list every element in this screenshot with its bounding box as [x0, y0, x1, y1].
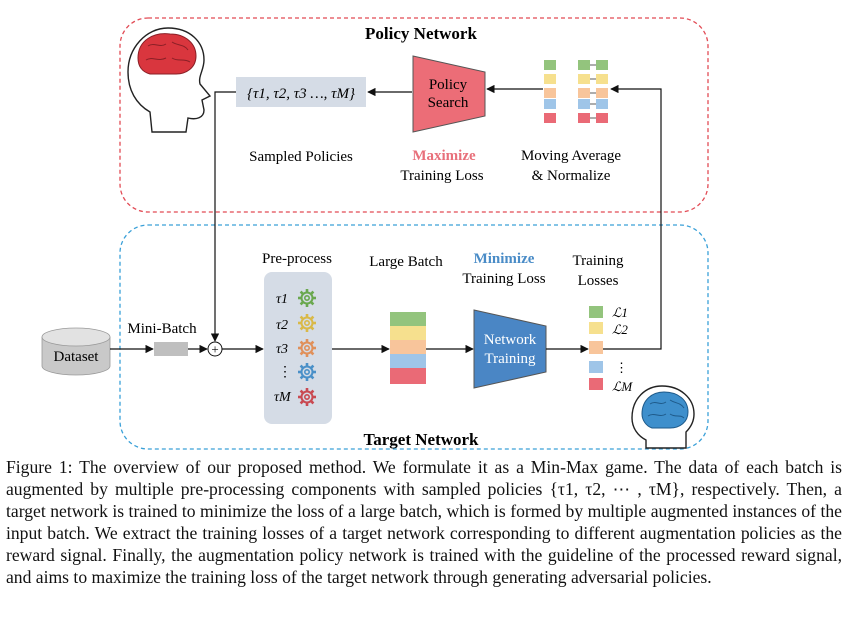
preprocess-tau-2: τ2 — [276, 318, 288, 333]
policy-network-region — [119, 17, 709, 213]
sampled-policies-box — [236, 77, 366, 107]
training-losses-stack — [589, 306, 603, 390]
maximize-rest: Training Loss — [400, 168, 483, 184]
loss-label-ellipsis: ⋮ — [615, 360, 628, 375]
blue-brain-head-icon — [631, 385, 695, 449]
red-brain-head-icon — [127, 27, 212, 133]
network-training-line2: Training — [484, 351, 536, 367]
mini-batch-block — [154, 342, 188, 356]
preprocess-tau-1: τ1 — [276, 292, 288, 307]
mini-batch-label: Mini-Batch — [127, 321, 197, 337]
network-training-line1: Network — [484, 332, 537, 348]
policy-network-title: Policy Network — [365, 24, 477, 43]
network-training-block — [473, 309, 547, 389]
policy-search-block — [412, 55, 486, 133]
connectors — [110, 84, 662, 354]
loss-label-2: ℒ2 — [612, 322, 628, 337]
minimize-keyword: Minimize — [474, 251, 535, 267]
moving-average-stacks — [544, 60, 608, 123]
training-losses-line2: Losses — [578, 273, 619, 289]
caption-text: Figure 1: The overview of our proposed m… — [6, 457, 842, 587]
minimize-rest: Training Loss — [462, 271, 545, 287]
loss-label-m: ℒM — [612, 379, 633, 394]
training-losses-line1: Training — [572, 253, 624, 269]
target-network-title: Target Network — [363, 430, 479, 449]
moving-average-line1: Moving Average — [521, 148, 621, 164]
losses-feedback-arrow — [603, 84, 662, 350]
figure-caption: Figure 1: The overview of our proposed m… — [6, 456, 842, 588]
preprocess-tau-ellipsis: ⋮ — [278, 365, 292, 380]
method-overview-diagram: Policy Network Target Network {τ1, τ2, τ… — [41, 17, 709, 450]
preprocess-tau-m: τM — [274, 390, 292, 405]
sampled-to-plus-arrow — [210, 91, 236, 342]
merge-plus-sign: + — [211, 342, 218, 357]
preprocess-tau-3: τ3 — [276, 342, 288, 357]
preprocess-label: Pre-process — [262, 251, 332, 267]
preprocess-rows: τ1 τ2 τ3 ⋮ τM — [274, 287, 318, 408]
large-batch-stack — [390, 312, 426, 384]
policy-search-label-line1: Policy — [429, 77, 468, 93]
maximize-keyword: Maximize — [412, 148, 476, 164]
sampled-policies-label: Sampled Policies — [249, 149, 353, 165]
target-network-region — [119, 224, 709, 450]
loss-label-1: ℒ1 — [612, 305, 628, 320]
large-batch-label: Large Batch — [369, 254, 443, 270]
policy-search-label-line2: Search — [428, 95, 469, 111]
dataset-label: Dataset — [54, 349, 100, 365]
dataset-cylinder — [41, 327, 111, 376]
moving-average-line2: & Normalize — [532, 168, 611, 184]
sampled-policies-set: {τ1, τ2, τ3 …, τM} — [247, 86, 355, 102]
